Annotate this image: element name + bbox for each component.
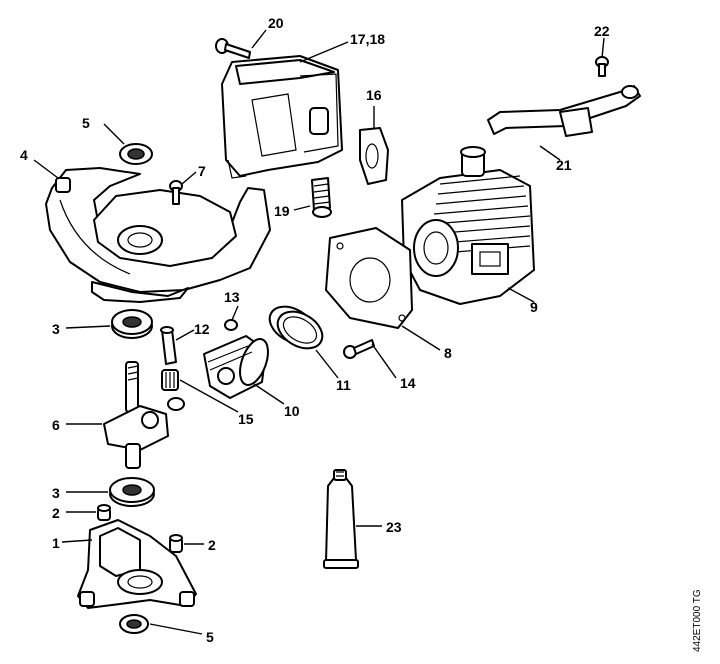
callout-14: 14 [400, 375, 416, 391]
part-19-spark-arrestor [311, 177, 332, 218]
callout-12: 12 [194, 321, 210, 337]
callout-20: 20 [268, 15, 284, 31]
part-4-crankcase-housing [45, 167, 271, 303]
part-15-needle-cage [161, 369, 179, 391]
part-7-screw [169, 180, 183, 205]
callout-5-lower: 5 [206, 629, 214, 645]
callout-9: 9 [530, 299, 538, 315]
part-9-cylinder [401, 146, 535, 305]
part-3-bearing-lower [109, 477, 155, 507]
callout-2-right: 2 [208, 537, 216, 553]
part-2-sleeve-right [169, 534, 183, 553]
callout-8: 8 [444, 345, 452, 361]
callout-3-upper: 3 [52, 321, 60, 337]
part-17-18-muffler [221, 55, 343, 179]
part-21-tube [487, 85, 641, 137]
callout-10: 10 [284, 403, 300, 419]
part-13-circlip [224, 319, 238, 331]
callout-17-18: 17,18 [350, 31, 385, 47]
callout-4: 4 [20, 147, 28, 163]
callout-6: 6 [52, 417, 60, 433]
callout-2-left: 2 [52, 505, 60, 521]
part-10-piston [203, 335, 269, 399]
part-8-base-gasket [325, 227, 413, 329]
callout-13: 13 [224, 289, 240, 305]
part-12-piston-pin [160, 326, 177, 365]
part-20-screw [215, 38, 251, 59]
part-22-screw [595, 56, 609, 77]
reference-code: 442ET000 TG [692, 589, 703, 652]
part-3-bearing-upper [111, 309, 153, 339]
part-16-gasket [359, 127, 389, 185]
callout-labels: 20 17,18 16 22 21 19 5 4 7 9 13 12 3 8 1… [20, 15, 610, 645]
callout-22: 22 [594, 23, 610, 39]
callout-16: 16 [366, 87, 382, 103]
callout-15: 15 [238, 411, 254, 427]
callout-3-lower: 3 [52, 485, 60, 501]
callout-19: 19 [274, 203, 290, 219]
part-11-piston-rings [268, 305, 324, 350]
part-14-screw [343, 339, 375, 359]
callout-1: 1 [52, 535, 60, 551]
part-6-crankshaft [103, 361, 185, 469]
part-5-seal-upper [119, 143, 153, 165]
part-5-seal-lower [119, 614, 149, 634]
callout-11: 11 [336, 377, 351, 393]
callout-21: 21 [556, 157, 572, 173]
part-23-grease-tube [323, 469, 359, 569]
leader-lines [33, 29, 605, 635]
part-1-crankcase [77, 519, 197, 609]
callout-7: 7 [198, 163, 206, 179]
callout-5-upper: 5 [82, 115, 90, 131]
callout-23: 23 [386, 519, 402, 535]
part-2-sleeve-left [97, 504, 111, 521]
